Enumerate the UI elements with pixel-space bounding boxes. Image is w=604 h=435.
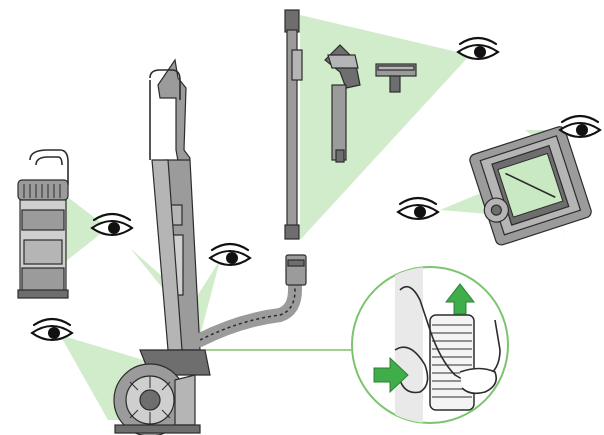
combination-tool bbox=[324, 44, 361, 163]
up-arrow-icon bbox=[444, 283, 476, 315]
right-arrow-icon bbox=[373, 356, 409, 394]
cyclone-fins bbox=[23, 184, 61, 198]
stair-tool bbox=[375, 63, 417, 93]
ball-wheel bbox=[113, 363, 201, 435]
beam-wand-tools bbox=[300, 15, 470, 240]
hose bbox=[193, 254, 307, 347]
eye-icon-head-side bbox=[396, 196, 440, 220]
cleaner-head bbox=[469, 126, 592, 246]
beam-cyclone bbox=[65, 195, 108, 262]
eye-icon-wand bbox=[456, 36, 500, 60]
eye-icon-head-top bbox=[558, 114, 602, 138]
eye-icon-base bbox=[30, 317, 74, 341]
eye-icon-cyclone bbox=[90, 212, 134, 236]
wand bbox=[284, 9, 303, 240]
eye-icon-body bbox=[208, 242, 252, 266]
cyclone-bin bbox=[17, 149, 69, 299]
cyclone-release-detail bbox=[351, 266, 509, 424]
